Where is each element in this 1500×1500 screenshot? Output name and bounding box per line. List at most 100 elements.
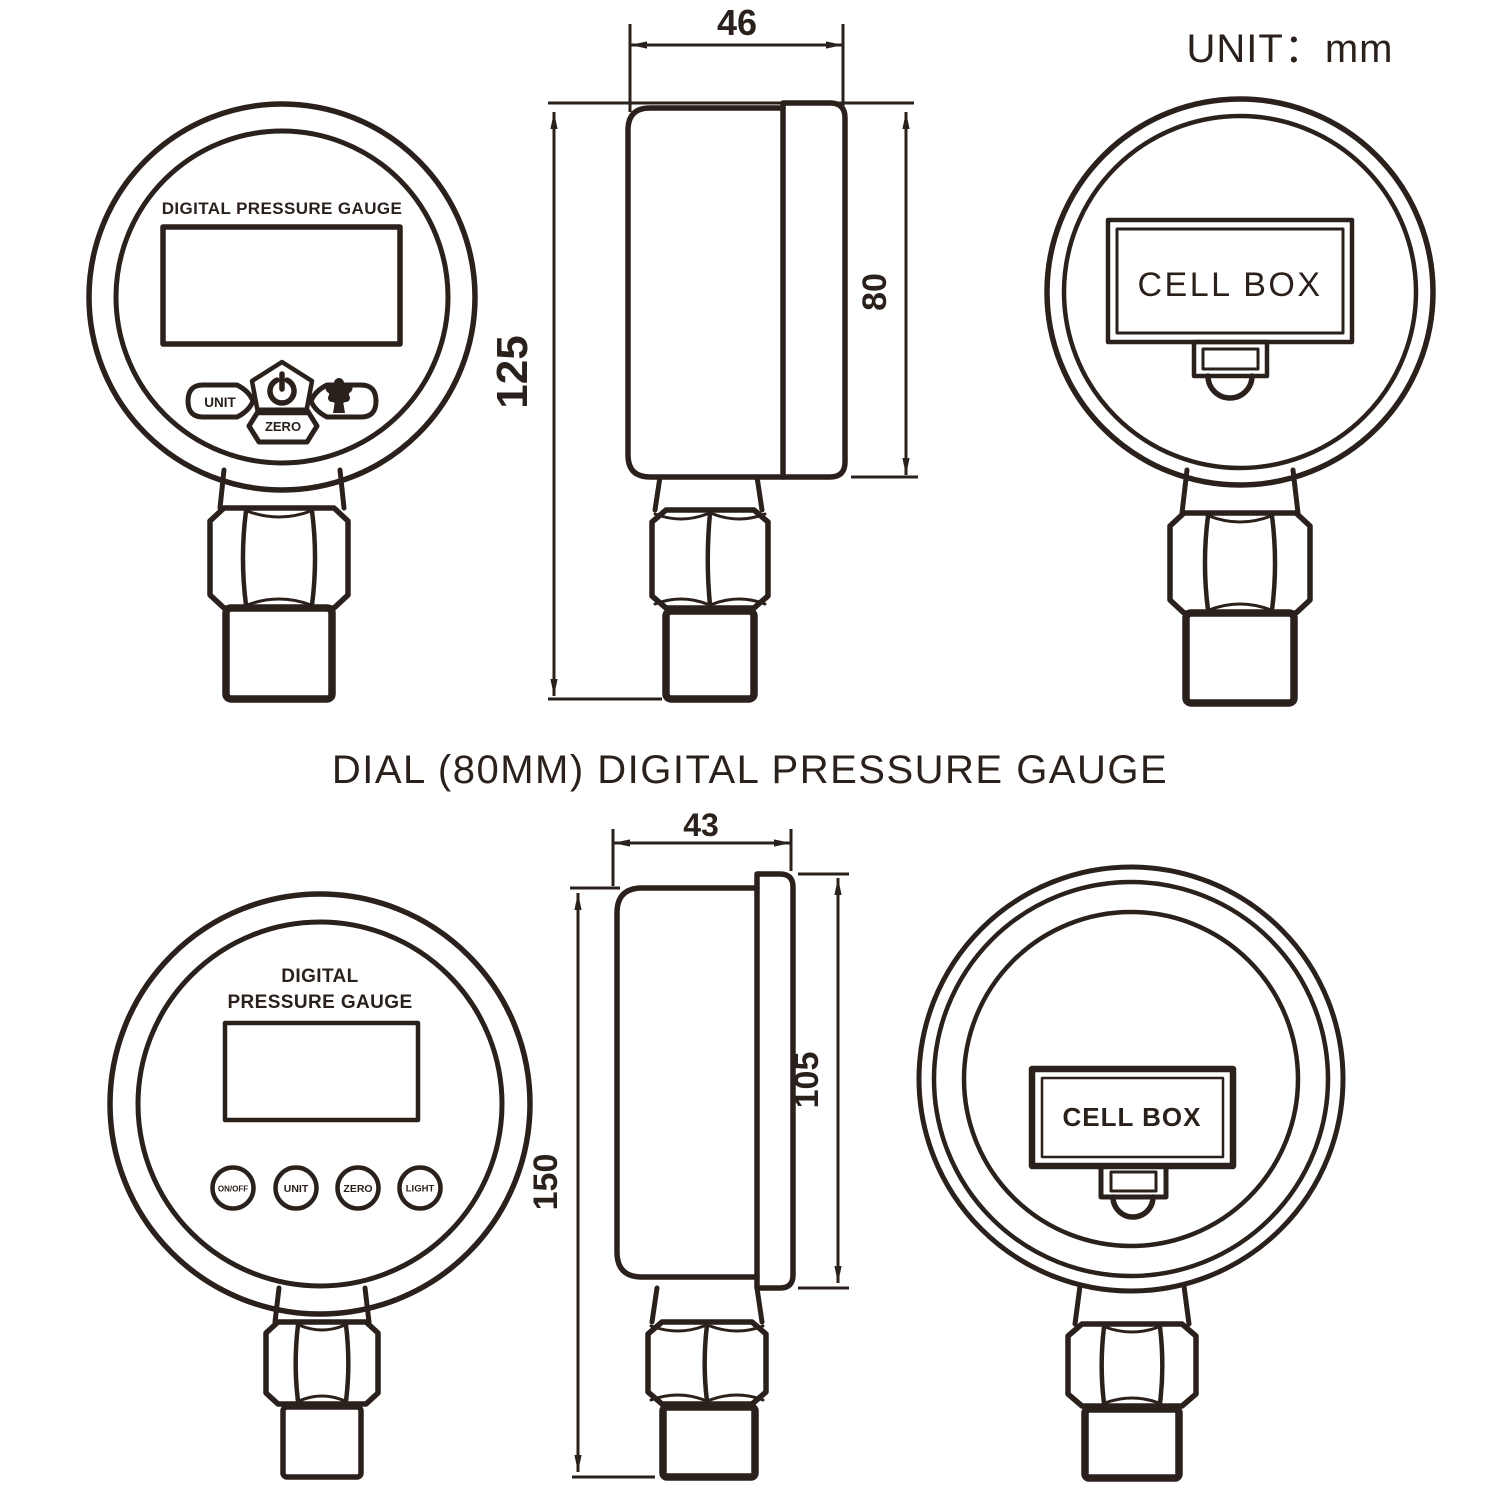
hex-nut [263, 1319, 381, 1407]
dial-bezel-side [754, 871, 796, 1291]
case-body-side [625, 105, 786, 480]
unit-button-outline [273, 1165, 319, 1211]
connector-front [207, 467, 351, 703]
hex-nut-chamfer [1103, 1325, 1161, 1405]
gauge-outer-ring [1044, 96, 1436, 488]
gauge-inner-ring [113, 128, 451, 466]
power-button [249, 359, 315, 416]
top-front-view: DIGITAL PRESSURE GAUGE UNIT [86, 101, 478, 703]
light-button-outline [308, 382, 379, 420]
zero-button-label: ZERO [265, 419, 301, 434]
connector-front [263, 1285, 381, 1480]
latch-thumb [1205, 373, 1255, 401]
hex-nut-chamfer [653, 512, 767, 606]
gauge-inner-ring [135, 919, 505, 1289]
extension-lines-depth [628, 24, 845, 112]
cell-box-label: CELL BOX [1063, 1102, 1202, 1132]
gauge-outer-ring [86, 101, 478, 493]
thread-stem [662, 607, 758, 703]
hex-nut [1065, 1321, 1199, 1409]
hex-nut-chamfer [245, 509, 313, 607]
light-button [308, 378, 379, 420]
hex-nut [1167, 510, 1313, 616]
dim-depth-label: 46 [717, 2, 757, 43]
zero-button-outline [246, 407, 320, 445]
light-button-label: LIGHT [406, 1184, 435, 1195]
zero-button-outline [335, 1165, 381, 1211]
power-icon-ring [267, 377, 297, 406]
zero-button-label: ZERO [343, 1183, 372, 1195]
hex-nut-chamfer [297, 1323, 347, 1403]
hex-nut-facets [702, 1322, 710, 1404]
top-side-view: 46 125 80 [488, 2, 918, 703]
dim-height-label: 125 [488, 335, 537, 408]
zero-button: ZERO [335, 1165, 381, 1211]
battery-latch [1098, 1163, 1169, 1220]
extension-lines-depth [611, 829, 793, 886]
connector-neck [649, 1285, 765, 1325]
thread-stem [1182, 609, 1298, 707]
onoff-button-label: ON/OFF [218, 1185, 248, 1194]
connector-back [1167, 467, 1313, 707]
dial-bezel-side [780, 100, 848, 480]
gauge-outer-ring [107, 891, 533, 1317]
hex-nut-chamfer [649, 1324, 765, 1402]
latch-outer [1191, 339, 1270, 379]
hex-nut-facets [1202, 513, 1278, 613]
unit-button-label: UNIT [284, 1183, 309, 1195]
onoff-button: ON/OFF [210, 1165, 256, 1211]
power-icon [267, 371, 297, 406]
connector-neck [1072, 1283, 1192, 1327]
drawing-title: DIAL (80MM) DIGITAL PRESSURE GAUGE [332, 748, 1168, 792]
dim-dial-label: 105 [788, 1052, 826, 1109]
hex-nut-facets [705, 510, 713, 608]
unit-note: UNIT：mm [1187, 27, 1394, 71]
hex-nut-facets [293, 1322, 351, 1404]
bottom-front-view: DIGITAL PRESSURE GAUGE ON/OFF UNIT ZERO … [107, 891, 533, 1480]
dim-dial-label: 80 [856, 273, 894, 311]
gauge-name-line1: DIGITAL [281, 966, 358, 987]
dim-height-label: 150 [527, 1154, 565, 1211]
zero-button: ZERO [246, 407, 320, 445]
gauge-outer-ring [916, 864, 1346, 1294]
top-back-view: CELL BOX [1044, 96, 1436, 707]
connector-neck [652, 474, 765, 513]
power-button-outline [249, 359, 315, 416]
connector-neck [1179, 467, 1301, 516]
bottom-back-view: CELL BOX [916, 864, 1346, 1482]
hex-nut-facets [240, 508, 318, 608]
cell-box-label: CELL BOX [1137, 266, 1322, 304]
connector-back [1065, 1283, 1199, 1482]
lcd-display [160, 224, 403, 347]
hex-nut-chamfer [1207, 514, 1273, 612]
dim-depth-label: 43 [683, 807, 719, 843]
thread-stem [280, 1404, 364, 1480]
onoff-button-outline [210, 1165, 256, 1211]
connector-side [645, 1285, 769, 1481]
unit-button-outline [185, 382, 256, 420]
light-button: LIGHT [397, 1165, 443, 1211]
hex-nut [649, 507, 771, 611]
connector-side [649, 474, 771, 703]
latch-inner [1201, 347, 1260, 371]
unit-button: UNIT [273, 1165, 319, 1211]
latch-inner [1109, 1170, 1158, 1193]
thread-stem [659, 1403, 759, 1481]
backlight-lamp-icon [325, 378, 353, 413]
connector-neck [272, 1285, 372, 1325]
hex-nut-facets [1099, 1324, 1165, 1406]
gauge-inner-ring [961, 909, 1301, 1249]
extension-lines-bezel [798, 872, 849, 1290]
bottom-side-view: 43 150 105 [527, 807, 849, 1481]
gauge-name-label: DIGITAL PRESSURE GAUGE [162, 199, 403, 218]
lcd-display [222, 1020, 421, 1123]
latch-outer [1098, 1163, 1169, 1200]
cell-box-cover-inner [1040, 1076, 1225, 1159]
gauge-middle-ring [931, 879, 1331, 1279]
unit-button: UNIT [185, 382, 256, 420]
battery-latch [1191, 339, 1270, 401]
hex-nut [207, 505, 351, 611]
latch-thumb [1110, 1194, 1156, 1220]
